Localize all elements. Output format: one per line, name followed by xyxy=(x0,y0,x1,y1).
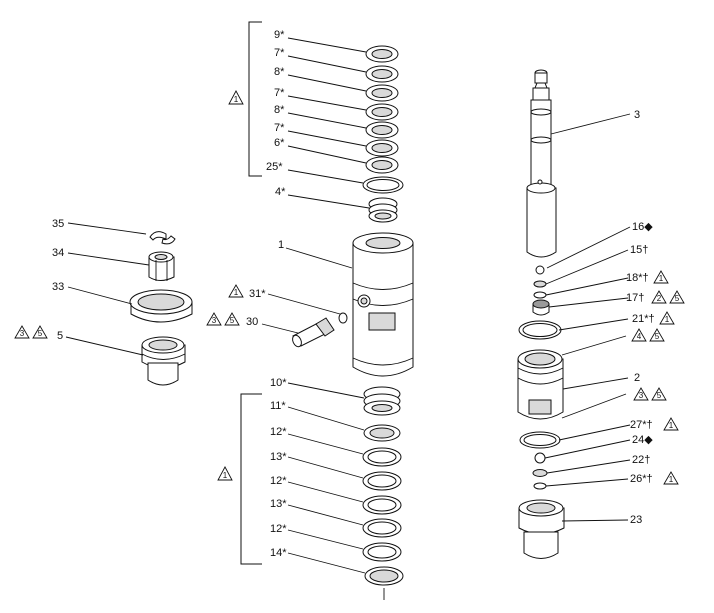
callout-labels: 9* 7* 8* 7* 8* 7* 6* 25* 4* 1 31* 30 35 … xyxy=(52,29,655,559)
o-ring-21 xyxy=(518,320,562,340)
svg-text:3: 3 xyxy=(212,316,217,325)
o-ring-31 xyxy=(338,312,348,324)
upper-packing-stack xyxy=(362,45,404,194)
svg-text:1: 1 xyxy=(669,421,674,430)
callout-7: 7* xyxy=(274,122,285,134)
warning-triangle-icon: 5 xyxy=(32,325,48,339)
callout-3: 3 xyxy=(634,109,640,121)
seal-18 xyxy=(533,291,547,299)
callout-13: 13* xyxy=(270,451,287,463)
warning-triangle-icon: 3 xyxy=(14,325,30,339)
callout-5: 5 xyxy=(57,330,63,342)
svg-text:5: 5 xyxy=(675,294,680,303)
callout-12: 12* xyxy=(270,523,287,535)
clip-35 xyxy=(149,231,176,245)
svg-text:1: 1 xyxy=(223,471,228,480)
callout-13: 13* xyxy=(270,498,287,510)
warning-triangle-icon: 1 xyxy=(663,471,679,485)
callout-7: 7* xyxy=(274,47,285,59)
svg-text:3: 3 xyxy=(20,329,25,338)
warning-triangle-icon: 1 xyxy=(217,466,233,481)
callout-21: 21*† xyxy=(632,313,655,325)
callout-31: 31* xyxy=(249,288,266,300)
svg-text:1: 1 xyxy=(669,475,674,484)
warning-triangle-icon: 3 xyxy=(633,387,649,401)
callout-2: 2 xyxy=(634,372,640,384)
callout-17: 17† xyxy=(626,292,644,304)
ring-nut-33 xyxy=(129,289,193,323)
svg-text:1: 1 xyxy=(234,95,239,104)
ball-16 xyxy=(535,265,545,275)
warning-triangle-icon: 1 xyxy=(228,284,244,298)
callout-26: 26*† xyxy=(630,473,653,485)
seal-26 xyxy=(533,482,547,490)
callout-11: 11* xyxy=(270,400,286,412)
spring-4 xyxy=(368,197,398,223)
callout-14: 14* xyxy=(270,547,287,559)
svg-text:5: 5 xyxy=(657,391,662,400)
piston-rod-3 xyxy=(526,69,557,258)
pump-housing-1 xyxy=(352,232,414,377)
warning-triangle-icon: 1 xyxy=(653,270,669,284)
warning-triangle-icon: 5 xyxy=(649,328,665,342)
callout-33: 33 xyxy=(52,281,64,293)
callout-8: 8* xyxy=(274,104,285,116)
warning-triangle-icon: 5 xyxy=(224,312,240,326)
callout-25: 25* xyxy=(266,161,283,173)
callout-1: 1 xyxy=(278,239,284,251)
nut-34 xyxy=(148,251,175,281)
callout-18: 18*† xyxy=(626,272,649,284)
inlet-check-5 xyxy=(141,336,186,386)
leader-lines xyxy=(65,37,631,574)
callout-34: 34 xyxy=(52,247,64,259)
o-ring-27 xyxy=(519,431,561,449)
svg-text:5: 5 xyxy=(38,329,43,338)
callout-27: 27*† xyxy=(630,419,653,431)
svg-text:1: 1 xyxy=(665,315,670,324)
callout-12: 12* xyxy=(270,426,287,438)
warning-triangle-icon: 1 xyxy=(663,417,679,431)
callout-35: 35 xyxy=(52,218,64,230)
svg-text:4: 4 xyxy=(637,332,642,341)
callout-7: 7* xyxy=(274,87,285,99)
callout-6: 6* xyxy=(274,137,285,149)
warning-triangle-icon: 4 xyxy=(631,328,647,342)
callout-9: 9* xyxy=(274,29,285,41)
callout-16: 16◆ xyxy=(632,221,653,233)
callout-23: 23 xyxy=(630,514,642,526)
seat-15 xyxy=(533,280,547,288)
callout-24: 24◆ xyxy=(632,434,653,446)
warning-triangle-icon: 3 xyxy=(206,312,222,326)
warning-triangle-icon: 2 xyxy=(651,290,667,304)
fitting-30 xyxy=(292,317,335,348)
warning-triangle-icon: 1 xyxy=(228,90,244,105)
svg-text:5: 5 xyxy=(230,316,235,325)
svg-text:5: 5 xyxy=(655,332,660,341)
svg-text:1: 1 xyxy=(659,274,664,283)
warning-triangle-icon: 5 xyxy=(669,290,685,304)
svg-text:2: 2 xyxy=(657,294,662,303)
callout-10: 10* xyxy=(270,377,287,389)
lower-packing-bracket xyxy=(240,393,262,565)
ball-24 xyxy=(534,452,546,464)
spring-10 xyxy=(363,386,401,416)
warning-triangle-icon: 1 xyxy=(659,311,675,325)
svg-text:1: 1 xyxy=(234,288,239,297)
callout-8: 8* xyxy=(274,66,285,78)
upper-packing-bracket xyxy=(248,21,262,177)
callout-4: 4* xyxy=(275,186,286,198)
warning-triangle-icon: 5 xyxy=(651,387,667,401)
callout-30: 30 xyxy=(246,316,258,328)
valve-17 xyxy=(532,299,550,316)
note-symbols: 1 3 5 3 5 1 2 5 xyxy=(14,270,685,485)
callout-15: 15† xyxy=(630,244,648,256)
callout-22: 22† xyxy=(632,454,650,466)
callout-12: 12* xyxy=(270,475,287,487)
foot-valve-23 xyxy=(518,499,565,559)
svg-text:3: 3 xyxy=(639,391,644,400)
cylinder-2 xyxy=(517,349,564,420)
seat-22 xyxy=(532,469,548,477)
lower-packing-stack xyxy=(362,424,404,586)
